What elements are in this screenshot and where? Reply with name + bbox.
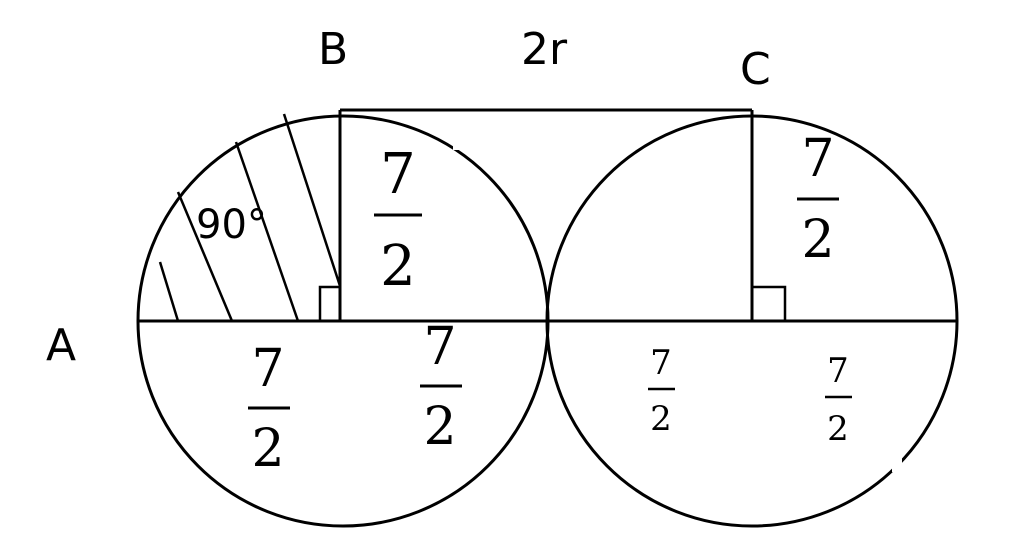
fraction-numerator: 7 [827, 351, 849, 391]
fraction-left-upper: 7 2 [374, 142, 422, 299]
fraction-right-lower-right: 7 2 [825, 351, 852, 449]
fraction-numerator: 7 [380, 142, 416, 207]
left-right-angle-marker [318, 285, 340, 321]
fraction-left-lower-right: 7 2 [420, 317, 462, 457]
point-a-label: A [46, 320, 76, 371]
fraction-denominator: 2 [251, 419, 284, 479]
hatch-line [176, 191, 234, 322]
fraction-numerator: 7 [423, 317, 456, 377]
fraction-numerator: 7 [650, 343, 672, 383]
fraction-right-upper: 7 2 [797, 129, 839, 270]
line-gap [453, 136, 463, 150]
fraction-denominator: 2 [423, 397, 456, 457]
fraction-numerator: 7 [801, 129, 834, 189]
fraction-numerator: 7 [251, 339, 284, 399]
hatch-lines [158, 113, 342, 322]
fraction-denominator: 2 [827, 409, 849, 449]
hatch-line [282, 113, 342, 287]
angle-label: 90° [196, 202, 267, 248]
hatch-line [158, 261, 180, 322]
line-gap [892, 458, 902, 472]
hatch-line [234, 141, 300, 322]
fraction-left-lower-left: 7 2 [248, 339, 290, 479]
point-c-label: C [740, 44, 771, 95]
point-b-label: B [318, 24, 348, 75]
distance-label: 2r [521, 24, 568, 75]
fraction-denominator: 2 [801, 210, 834, 270]
right-right-angle-marker [752, 285, 787, 321]
fraction-denominator: 2 [650, 399, 672, 439]
fraction-right-lower-left: 7 2 [648, 343, 675, 439]
fraction-denominator: 2 [380, 234, 416, 299]
